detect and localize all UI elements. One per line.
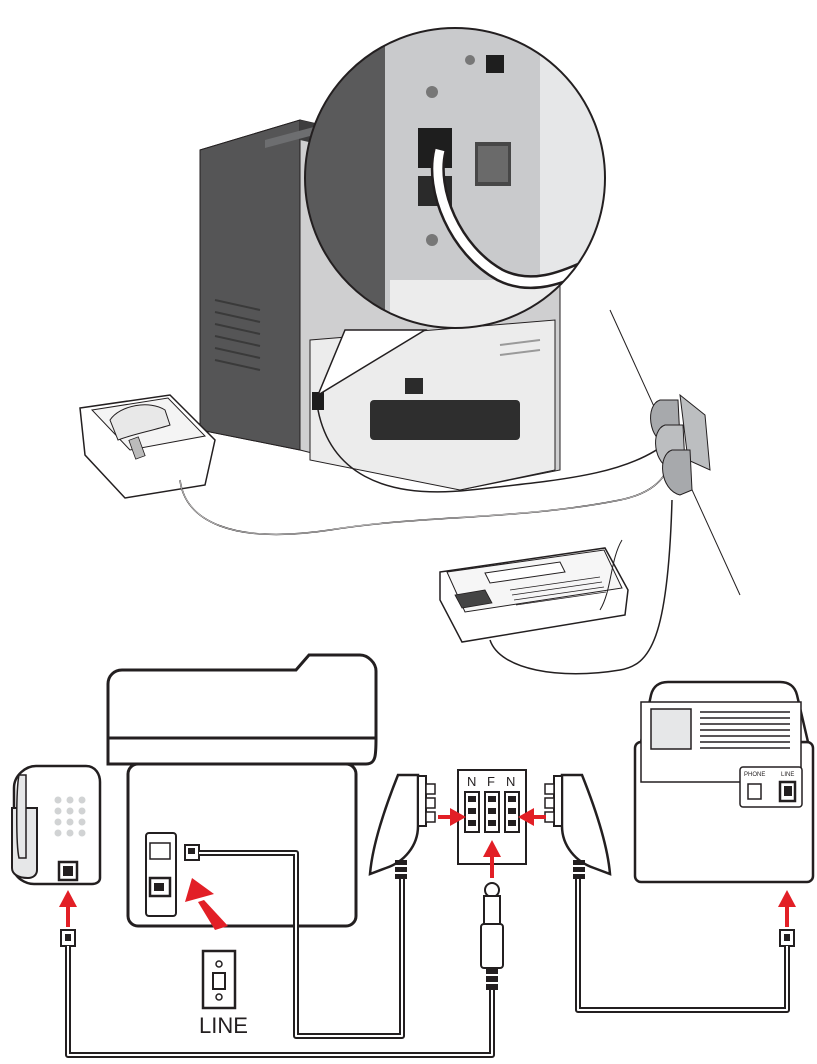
rear-door xyxy=(370,400,520,440)
arrow-icon xyxy=(185,878,228,930)
splitter-letter-f: F xyxy=(487,774,495,789)
splitter-plug-icon xyxy=(480,882,504,990)
printer-icon xyxy=(106,653,378,928)
arrows xyxy=(59,808,796,930)
power-socket xyxy=(405,378,423,394)
splitter-letter-n-right: N xyxy=(506,774,515,789)
arrow-icon xyxy=(59,890,77,927)
arrow-icon xyxy=(438,808,466,826)
fax-port xyxy=(312,392,324,410)
cables-inner xyxy=(67,852,788,1056)
splitter-letter-n-left: N xyxy=(467,774,476,789)
answering-machine-plug-icon xyxy=(779,929,795,947)
answering-machine-cable-top xyxy=(489,499,673,675)
telephone-plug-icon xyxy=(60,929,76,947)
keypad xyxy=(54,796,86,837)
phone-port-label: PHONE xyxy=(744,772,765,778)
tae-plug-icon xyxy=(368,773,436,879)
wall-socket-icon xyxy=(201,949,237,1010)
answering-machine-screen xyxy=(650,708,692,750)
answering-machine-cable-spare xyxy=(599,539,623,611)
line-port-label: LINE xyxy=(781,772,794,778)
printer-ext-port xyxy=(149,842,171,860)
zoom-callout-pointer xyxy=(316,329,428,397)
answering-machine-illustration xyxy=(439,547,629,643)
arrow-icon xyxy=(518,808,546,826)
speaker-grille xyxy=(700,711,790,749)
arrow-icon xyxy=(778,890,796,927)
telephone-icon xyxy=(11,764,102,886)
wall-splitter-illustration xyxy=(650,393,711,496)
answering-machine-icon: PHONE LINE xyxy=(633,680,815,884)
arrow-icon xyxy=(483,840,501,878)
tae-plug-icon xyxy=(544,773,612,879)
telephone-icon xyxy=(79,394,216,499)
side-vents xyxy=(214,299,261,371)
printer-cable-top xyxy=(317,409,671,493)
line-label: LINE xyxy=(199,1013,248,1038)
